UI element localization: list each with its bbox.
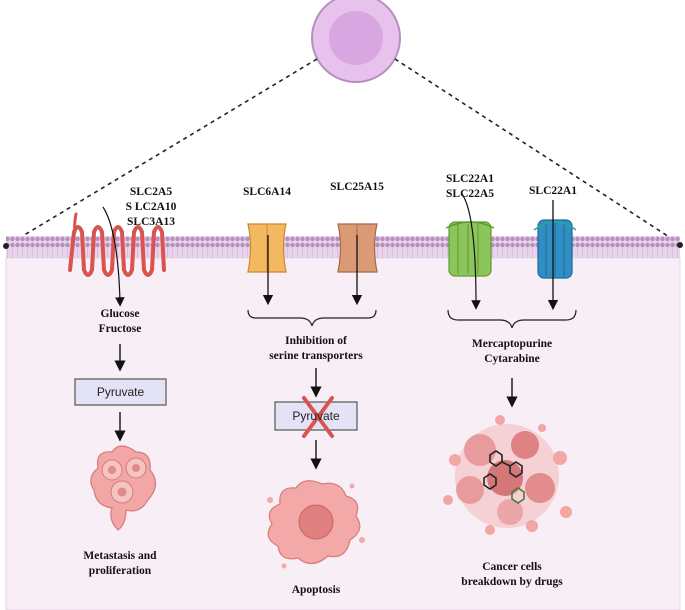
slc25a15-label: SLC25A15 [330, 181, 384, 193]
slc22a1-label: SLC22A1 [529, 185, 577, 197]
glucose-entry-arrow [102, 206, 125, 307]
green-transporter-arrow [461, 193, 481, 310]
pyruvate-box-1 [74, 378, 167, 406]
metastasis-cells-icon [90, 445, 157, 531]
brace-serine [247, 309, 377, 327]
transporter-slc6a14-icon [247, 223, 287, 273]
metastasis-label: Metastasis and proliferation [83, 550, 157, 577]
apoptotic-cell-icon [267, 480, 365, 569]
cross-icon-stroke [302, 396, 334, 438]
transporter-group3-label: SLC22A1 SLC22A5 [446, 173, 494, 200]
slc6a14-label: SLC6A14 [243, 186, 291, 198]
membrane-end-right [677, 242, 683, 248]
brace-drugs [447, 309, 577, 329]
membrane-end-left [3, 243, 9, 249]
drugs-label: Mercaptopurine Cytarabine [471, 338, 553, 365]
transporter-blue-icon [533, 219, 577, 279]
transporter-green-icon [445, 221, 495, 277]
apoptosis-label: Apoptosis [291, 584, 341, 596]
inhibition-label: Inhibition of serine transporters [269, 335, 363, 362]
drug-molecules-icon [483, 450, 525, 504]
cancer-cells-breakdown-icon [443, 415, 572, 535]
pyruvate-label-2: Pyruvate [292, 409, 340, 423]
zoom-line-right [394, 58, 681, 245]
cell-icon [311, 0, 401, 83]
transporter-red-icon [68, 212, 166, 277]
transporter-group1-label: SLC2A5 S LC2A10 SLC3A13 [125, 186, 177, 228]
breakdown-label: Cancer cells breakdown by drugs [461, 561, 563, 588]
substrates-label: Glucose Fructose [98, 308, 142, 335]
pyruvate-label-1: Pyruvate [96, 385, 145, 399]
